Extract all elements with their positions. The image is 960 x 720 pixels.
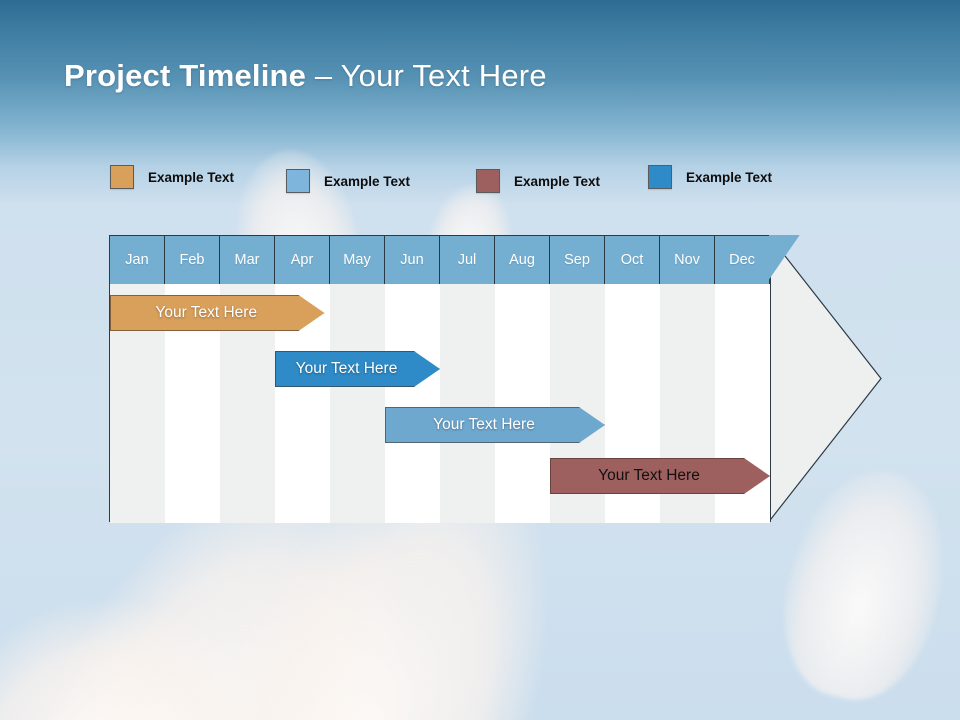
- task-bar-label: Your Text Here: [155, 304, 258, 321]
- task-bar-shape: [385, 407, 605, 443]
- month-header-aug[interactable]: Aug: [495, 236, 550, 284]
- page-title-separator: –: [306, 58, 341, 93]
- legend-item-label: Example Text: [148, 169, 235, 185]
- page-title: Project Timeline – Your Text Here: [64, 58, 547, 94]
- task-bar-label: Your Text Here: [433, 416, 535, 433]
- timeline-task-bar[interactable]: Your Text Here: [385, 407, 605, 443]
- timeline-task-bar[interactable]: Your Text Here: [275, 351, 440, 387]
- legend-item[interactable]: Example Text: [286, 169, 410, 193]
- legend-item-label: Example Text: [686, 169, 773, 185]
- legend-swatch-light-blue: [286, 169, 310, 193]
- month-header-feb[interactable]: Feb: [165, 236, 220, 284]
- timeline-task-bar[interactable]: Your Text Here: [550, 458, 770, 494]
- task-bar-label: Your Text Here: [598, 467, 700, 484]
- legend-item[interactable]: Example Text: [648, 165, 772, 189]
- legend-item[interactable]: Example Text: [110, 165, 234, 189]
- month-header-apr[interactable]: Apr: [275, 236, 330, 284]
- legend-swatch-red: [476, 169, 500, 193]
- month-header-may[interactable]: May: [330, 236, 385, 284]
- legend-swatch-blue: [648, 165, 672, 189]
- legend-swatch-orange: [110, 165, 134, 189]
- legend-item[interactable]: Example Text: [476, 169, 600, 193]
- legend: Example Text Example Text Example Text E…: [110, 165, 870, 205]
- task-bar-shape: [550, 458, 770, 494]
- month-header-dec[interactable]: Dec: [715, 236, 770, 284]
- page-title-light: Your Text Here: [340, 58, 547, 93]
- month-header-oct[interactable]: Oct: [605, 236, 660, 284]
- legend-item-label: Example Text: [324, 173, 411, 189]
- timeline-arrow-head-outline: [768, 235, 882, 522]
- month-header-sep[interactable]: Sep: [550, 236, 605, 284]
- month-header-jan[interactable]: Jan: [110, 236, 165, 284]
- task-bar-shape: [275, 351, 440, 387]
- legend-item-label: Example Text: [514, 173, 601, 189]
- month-header-nov[interactable]: Nov: [660, 236, 715, 284]
- task-bar-label: Your Text Here: [295, 360, 398, 377]
- month-header-jul[interactable]: Jul: [440, 236, 495, 284]
- page-title-strong: Project Timeline: [64, 58, 307, 93]
- timeline-task-bar[interactable]: Your Text Here: [110, 295, 325, 331]
- month-header-jun[interactable]: Jun: [385, 236, 440, 284]
- month-header-mar[interactable]: Mar: [220, 236, 275, 284]
- task-bar-shape: [110, 295, 325, 331]
